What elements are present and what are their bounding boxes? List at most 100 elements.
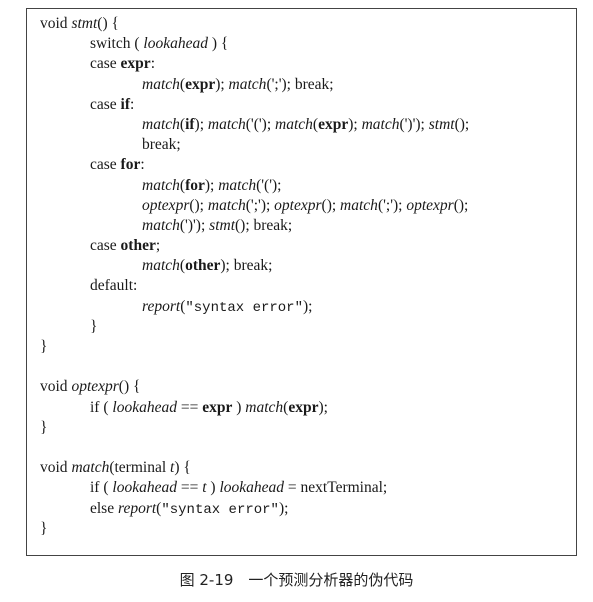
code-token: }: [90, 317, 98, 335]
code-token: (';'); break;: [266, 75, 334, 93]
code-token: report: [117, 499, 157, 517]
code-token: for: [120, 156, 141, 174]
code-token: ): [206, 479, 220, 497]
code-token: (: [312, 115, 319, 133]
code-token: match: [142, 176, 180, 194]
code-token: void: [40, 459, 72, 477]
code-token: if (: [90, 479, 113, 497]
code-token: default:: [90, 277, 138, 295]
code-token: match: [207, 115, 246, 133]
code-token: = nextTerminal;: [284, 479, 388, 497]
code-token: lookahead: [143, 35, 208, 53]
code-token: }: [40, 519, 48, 537]
code-token: expr: [120, 55, 151, 73]
code-token: ==: [176, 479, 203, 497]
code-token: (: [180, 297, 186, 315]
code-token: void: [40, 378, 72, 396]
code-token: t: [170, 459, 175, 477]
code-line: if ( lookahead == expr ) match(expr);: [40, 398, 570, 418]
code-line: [40, 357, 570, 377]
pseudocode-block: void stmt() {switch ( lookahead ) {case …: [40, 14, 570, 539]
code-line: case if:: [40, 95, 570, 115]
code-token: void: [40, 15, 72, 32]
code-token: :: [150, 55, 155, 73]
code-line: }: [40, 317, 570, 337]
code-token: (); break;: [235, 216, 293, 234]
code-token: optexpr: [274, 196, 322, 214]
code-token: match: [71, 459, 110, 477]
code-token: }: [40, 418, 48, 436]
code-line: if ( lookahead == t ) lookahead = nextTe…: [40, 478, 570, 498]
code-token: (terminal: [109, 459, 171, 477]
code-token: stmt: [71, 15, 98, 32]
code-token: ();: [453, 196, 469, 214]
code-token: "syntax error": [185, 299, 303, 316]
code-token: );: [318, 398, 328, 416]
code-token: ): [232, 398, 246, 416]
code-line: optexpr(); match(';'); optexpr(); match(…: [40, 196, 570, 216]
code-token: ); break;: [220, 257, 273, 275]
code-token: match: [207, 196, 246, 214]
code-token: expr: [202, 398, 233, 416]
code-token: () {: [118, 378, 141, 396]
code-line: case expr:: [40, 54, 570, 74]
code-line: }: [40, 418, 570, 438]
code-token: ('(');: [256, 176, 282, 194]
code-line: [40, 438, 570, 458]
code-line: }: [40, 337, 570, 357]
code-token: expr: [288, 398, 319, 416]
code-token: :: [140, 156, 145, 174]
code-token: ) {: [174, 459, 191, 477]
code-token: );: [204, 176, 219, 194]
code-line: else report("syntax error");: [40, 499, 570, 519]
code-token: );: [348, 115, 362, 133]
code-token: lookahead: [112, 479, 177, 497]
code-token: case: [90, 237, 121, 255]
code-token: );: [215, 75, 229, 93]
code-token: stmt: [209, 216, 235, 234]
code-token: report: [142, 297, 181, 315]
code-token: match: [142, 75, 180, 93]
code-line: void stmt() {: [40, 14, 570, 34]
code-line: case other;: [40, 236, 570, 256]
code-token: case: [90, 156, 121, 174]
code-token: (: [179, 176, 186, 194]
code-line: report("syntax error");: [40, 297, 570, 317]
code-token: break;: [142, 136, 181, 154]
code-token: match: [142, 216, 180, 234]
code-token: switch (: [90, 35, 144, 53]
code-token: ;: [155, 237, 161, 255]
code-token: match: [142, 257, 180, 275]
code-token: expr: [318, 115, 349, 133]
code-token: (';');: [245, 196, 275, 214]
code-token: (')');: [179, 216, 210, 234]
code-token: (: [179, 75, 186, 93]
code-token: case: [90, 55, 121, 73]
code-token: (: [179, 257, 186, 275]
code-token: match: [340, 196, 378, 214]
code-line: switch ( lookahead ) {: [40, 34, 570, 54]
code-token: optexpr: [71, 378, 119, 396]
code-line: match(if); match('('); match(expr); matc…: [40, 115, 570, 135]
code-token: other: [120, 237, 156, 255]
code-line: break;: [40, 135, 570, 155]
code-token: ) {: [207, 35, 229, 53]
code-token: ();: [454, 115, 470, 133]
code-line: match(expr); match(';'); break;: [40, 75, 570, 95]
code-token: optexpr: [406, 196, 454, 214]
code-token: (: [179, 115, 186, 133]
code-line: default:: [40, 276, 570, 296]
code-token: t: [202, 479, 207, 497]
code-token: expr: [185, 75, 216, 93]
code-token: match: [218, 176, 257, 194]
code-token: () {: [97, 15, 119, 32]
code-line: void match(terminal t) {: [40, 458, 570, 478]
code-token: optexpr: [142, 196, 190, 214]
code-line: match(')'); stmt(); break;: [40, 216, 570, 236]
code-token: ();: [321, 196, 341, 214]
code-token: match: [142, 115, 180, 133]
code-token: );: [302, 297, 313, 315]
code-line: case for:: [40, 155, 570, 175]
code-token: (';');: [377, 196, 407, 214]
code-token: :: [130, 95, 135, 113]
